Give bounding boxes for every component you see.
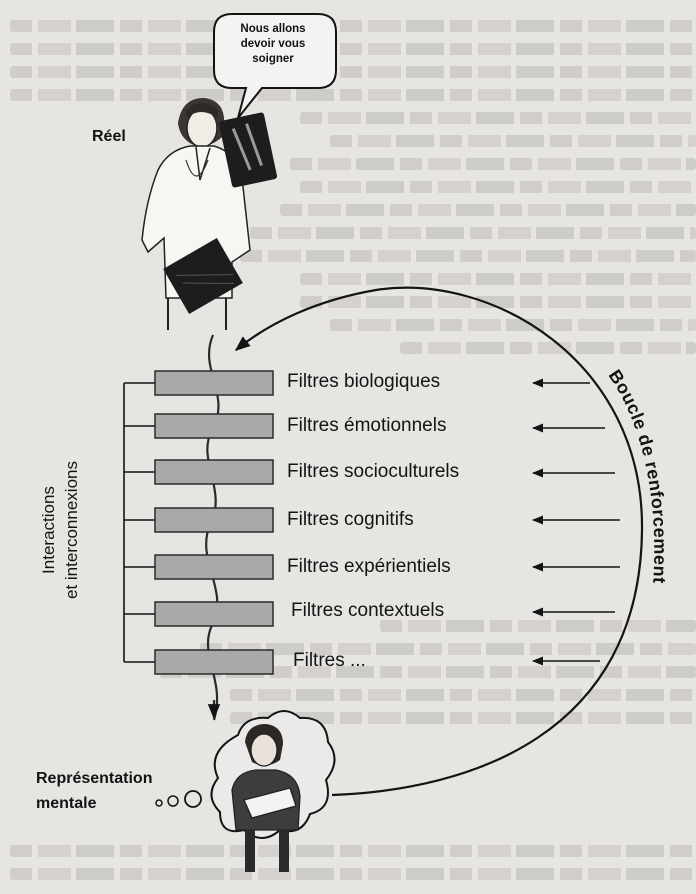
speech-bubble-text: Nous allons devoir vous soigner [222,22,324,67]
mental-representation-line1: Représentation [36,766,152,791]
filter-label-contextuels: Filtres contextuels [291,600,444,622]
filter-box-socioculturels [155,460,273,484]
speech-line: devoir vous [222,37,324,52]
mental-representation-label: Représentation mentale [36,766,152,816]
filter-box-cognitifs [155,508,273,532]
svg-text:Boucle de renforcement: Boucle de renforcement [605,366,671,584]
doctor-icon [142,98,278,330]
reinforcement-loop-label: Boucle de renforcement [565,360,695,700]
filter-box-autres [155,650,273,674]
interactions-label: Interactions et interconnexions [12,430,107,630]
speech-line: Nous allons [222,22,324,37]
interactions-label-line2: et interconnexions [60,461,83,599]
thought-dot-medium [168,796,178,806]
filter-box-contextuels [155,602,273,626]
filter-label-socioculturels: Filtres socioculturels [287,461,459,483]
filter-label-cognitifs: Filtres cognitifs [287,509,414,531]
filter-box-biologiques [155,371,273,395]
filter-label-experientiels: Filtres expérientiels [287,556,451,578]
filter-label-biologiques: Filtres biologiques [287,371,440,393]
filter-box-experientiels [155,555,273,579]
speech-line: soigner [222,52,324,67]
reinforcement-loop-text: Boucle de renforcement [605,366,671,584]
interactions-label-line1: Interactions [37,461,60,599]
mental-representation-cloud [156,711,335,872]
filter-box-emotionnels [155,414,273,438]
filter-label-emotionnels: Filtres émotionnels [287,415,446,437]
filter-label-autres: Filtres ... [293,650,366,672]
thought-dot-small [156,800,162,806]
filter-boxes [155,371,273,674]
interactions-bracket [124,383,155,662]
label-reel: Réel [92,128,126,146]
mental-representation-line2: mentale [36,791,152,816]
thought-dot-large [185,791,201,807]
